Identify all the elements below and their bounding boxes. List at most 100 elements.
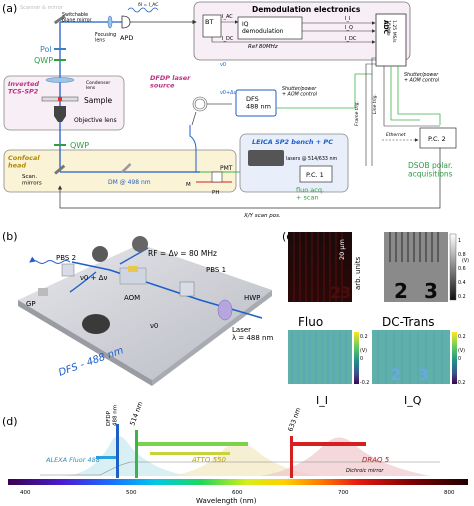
- hwp-plate: [217, 299, 233, 321]
- top-cbar-tick-5: 0.2: [458, 294, 466, 300]
- mirror-2: [132, 236, 148, 252]
- blue-filter-bar: [96, 456, 116, 459]
- qwp-bottom-label: QWP: [70, 141, 89, 150]
- adc-label: ADC: [382, 20, 389, 35]
- pc2-box: [419, 127, 457, 149]
- m-label: M: [186, 182, 191, 188]
- panel-d: (d) DFDP488 nm 514 nm 633 nm ALEXA Fluor…: [2, 401, 468, 505]
- draq-spectrum: [260, 437, 430, 476]
- panel-b-label: (b): [2, 230, 18, 243]
- iq-stripes: [377, 330, 443, 384]
- xy-scan-wire: [57, 148, 441, 209]
- draq-label: DRAQ 5: [362, 456, 390, 464]
- ii-cbar-unit: (V): [360, 348, 367, 354]
- fluo-acq-label: fluo acq.+ scan: [296, 186, 324, 201]
- laser-488-line: [116, 424, 119, 478]
- plate-edge-right: [152, 290, 272, 386]
- pc2-label: P.C. 2: [428, 135, 446, 143]
- dm-label: DM @ 498 nm: [108, 179, 151, 186]
- panel-a-label: (a): [2, 2, 17, 15]
- green-filter-bar: [138, 442, 248, 446]
- xy-scan-label: X/Y scan pos.: [243, 213, 281, 219]
- sample-spot: [58, 97, 62, 101]
- nu0-dnu-b: ν0 + Δν: [80, 274, 107, 282]
- top-cbar-tick-2: 0.8: [458, 252, 466, 258]
- mirror-1: [92, 246, 108, 262]
- dichroic-label: Dichroic mirror: [346, 468, 384, 474]
- focusing-lens: [107, 15, 113, 29]
- condenser-lens: [45, 77, 75, 83]
- panel-b: (b) PBS 2 AOM PBS 1 HWP GP RF = Δν = 80 …: [2, 230, 273, 386]
- confocal-head-box: [3, 149, 237, 193]
- blurred-scanner-label: Scanner & mirror: [20, 5, 64, 11]
- ii-out-label: I_I: [345, 16, 350, 22]
- arb-units-label: arb. units: [354, 256, 362, 290]
- sample-label: Sample: [84, 96, 113, 105]
- switchable-mirror: [53, 14, 66, 25]
- dc-trans-title: DC-Trans: [382, 315, 435, 329]
- adc-box: [375, 13, 407, 67]
- fiber-input: [189, 125, 197, 172]
- leica-label: LEICA SP2 bench + PC: [252, 138, 333, 146]
- tick-500: 500: [126, 490, 137, 496]
- ii-cbar-top: 0.2: [360, 334, 368, 340]
- iq-cbar-bottom: -0.2: [456, 380, 465, 386]
- plate-edge-left: [18, 300, 152, 386]
- dichroic-mirror: [121, 163, 132, 174]
- fiber-coil-inner: [194, 98, 206, 110]
- l633-label: 633 nm: [286, 407, 302, 433]
- fluo-digit-3: 3: [340, 283, 351, 302]
- ii-title: I_I: [316, 394, 328, 407]
- iq-cbar-mid: 0: [458, 356, 461, 362]
- idc-out-label: I_DC: [345, 36, 357, 42]
- signal-wave: [127, 7, 159, 13]
- signal-eq: δI = I_AC: [138, 2, 158, 8]
- atto-label: ATTO 550: [191, 456, 226, 464]
- dc-digit-2: 2: [394, 279, 408, 303]
- panel-d-label: (d): [2, 415, 18, 428]
- pol-label: Pol: [40, 45, 52, 54]
- ethernet-label: Ethernet: [386, 132, 406, 138]
- ii-image: [288, 330, 352, 384]
- iq-digit-3: 3: [418, 365, 429, 384]
- fluo-title: Fluo: [298, 315, 323, 329]
- iq-out-label: I_Q: [345, 25, 353, 31]
- xlabel-d: Wavelength (nm): [196, 497, 257, 505]
- fiber-coupler: [82, 314, 110, 334]
- pbs1-cube: [179, 281, 195, 297]
- pbs2-cube: [61, 263, 75, 277]
- scan-mirror: [54, 164, 66, 175]
- pbs1-label: PBS 1: [206, 266, 226, 274]
- scan-mirrors-label: Scan.mirrors: [22, 174, 42, 186]
- line-trig-label: Line trig.: [372, 94, 378, 114]
- fluo-digit-2: 2: [330, 283, 341, 302]
- ref-label: Ref 80MHz: [248, 44, 278, 50]
- top-colorbar: [449, 233, 457, 301]
- qwp-top: [54, 59, 66, 61]
- iq-digit-2: 2: [390, 365, 401, 384]
- top-cbar-tick-4: 0.4: [458, 280, 466, 286]
- fluo-image: [288, 232, 352, 302]
- rf-label: RF = Δν = 80 MHz: [148, 249, 217, 258]
- top-cbar-tick-1: 1: [458, 238, 461, 244]
- panel-a: (a) Demodulation electronics Scanner & m…: [2, 1, 457, 219]
- adc-to-pc2: [383, 66, 440, 127]
- iq-demod-box: [237, 16, 303, 40]
- laser-bench: [248, 150, 284, 166]
- objective-label: Objective lens: [74, 117, 117, 124]
- dc-trans-image: [384, 232, 448, 302]
- tick-800: 800: [444, 490, 455, 496]
- dfdp-label-d: DFDP488 nm: [106, 405, 118, 426]
- iq-title: I_Q: [404, 394, 422, 407]
- shutter-right-label: Shutter/power+ AOM control: [404, 72, 440, 84]
- fiber-down: [191, 111, 197, 126]
- line-trig-wire: [371, 57, 376, 166]
- frame-trig-wire: [365, 63, 376, 166]
- red-filter-bar: [292, 442, 366, 446]
